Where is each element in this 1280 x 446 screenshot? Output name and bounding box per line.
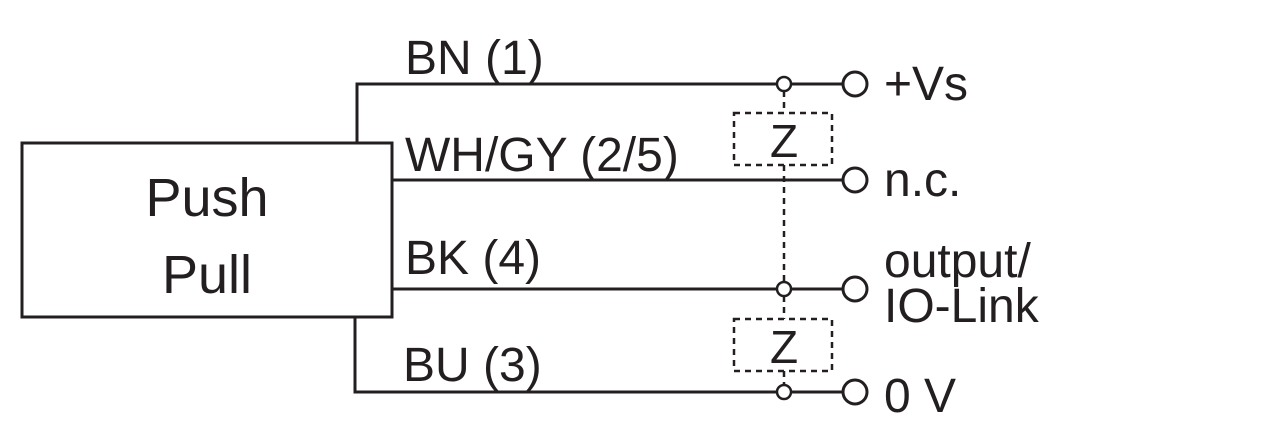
wire-bn: [355, 82, 842, 143]
upper-load-label: Z: [770, 115, 798, 167]
terminal-label-nc: n.c.: [884, 154, 961, 207]
junction-vs: [775, 75, 793, 93]
box-label-line1: Push: [145, 168, 268, 228]
lower-load-label: Z: [770, 321, 798, 373]
wire-label-bu: BU (3): [403, 339, 542, 392]
terminal-label-output-line1: output/: [884, 235, 1031, 288]
terminal-nc: [841, 166, 869, 194]
terminal-vs: [841, 70, 869, 98]
upper-load-box: [732, 111, 834, 167]
junction-zero: [775, 383, 793, 401]
terminal-label-vs: +Vs: [884, 58, 968, 111]
wire-label-bn: BN (1): [405, 32, 544, 85]
lower-load-box: [732, 317, 834, 373]
box-label-line2: Pull: [162, 245, 252, 305]
wire-label-wh-gy: WH/GY (2/5): [405, 129, 679, 182]
terminal-output: [841, 275, 869, 303]
terminal-label-zero: 0 V: [884, 370, 956, 423]
terminal-zero: [841, 378, 869, 406]
junction-output: [775, 280, 793, 298]
wire-bu: [353, 317, 842, 394]
wire-label-bk: BK (4): [405, 232, 541, 285]
terminal-label-output-line2: IO-Link: [884, 280, 1040, 333]
push-pull-box: [20, 141, 394, 319]
